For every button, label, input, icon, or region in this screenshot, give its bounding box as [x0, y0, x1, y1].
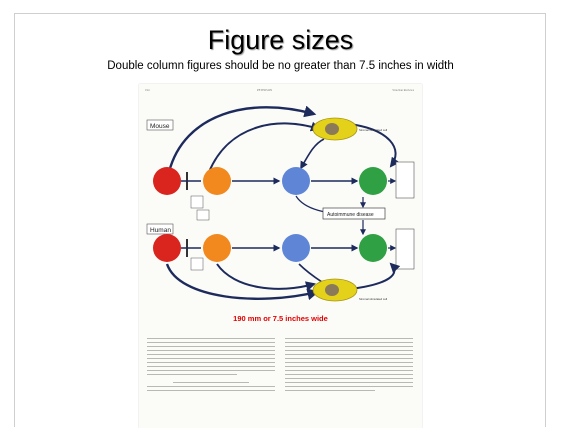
stromal-cell-label: Stromal stimulated cell — [359, 297, 388, 301]
orange-cell — [203, 167, 231, 195]
human-panel: Human Stromal stimulated cell — [146, 220, 415, 302]
cytokine-list-box — [395, 161, 415, 199]
body-text-column-left — [147, 338, 275, 394]
panel-label-box — [146, 119, 174, 131]
autoimmune-disease-label: Autoimmune disease — [327, 212, 374, 218]
cytokine-list-box — [395, 228, 415, 270]
slide-title: Figure sizes — [207, 25, 354, 55]
journal-page-image: 194 PETERSON Strachan Reviews Mouse Stro… — [139, 84, 422, 428]
green-cell — [359, 167, 387, 195]
page-number: 194 — [145, 88, 150, 92]
panel-label-box — [146, 223, 174, 235]
page-section-head: Strachan Reviews — [392, 88, 414, 92]
slide-frame — [14, 13, 546, 427]
slide-subtitle: Double column figures should be no great… — [107, 60, 454, 72]
panel-label-human: Human — [150, 227, 171, 234]
panel-label-mouse: Mouse — [150, 123, 170, 130]
red-cell — [153, 234, 181, 262]
green-cell — [359, 234, 387, 262]
blue-cell — [282, 234, 310, 262]
stromal-cell-label: Stromal stimulated cell — [359, 128, 388, 132]
figure-width-caption: 190 mm or 7.5 inches wide — [233, 314, 328, 323]
body-text-column-right — [285, 338, 413, 394]
blue-cell — [282, 167, 310, 195]
orange-cell — [203, 234, 231, 262]
autoimmune-disease-box — [322, 207, 386, 220]
red-cell — [153, 167, 181, 195]
page-running-head: PETERSON — [257, 88, 273, 92]
mouse-panel: Mouse Stromal stimulated cell — [146, 105, 415, 221]
pathway-figure: Mouse Stromal stimulated cell — [146, 105, 415, 302]
